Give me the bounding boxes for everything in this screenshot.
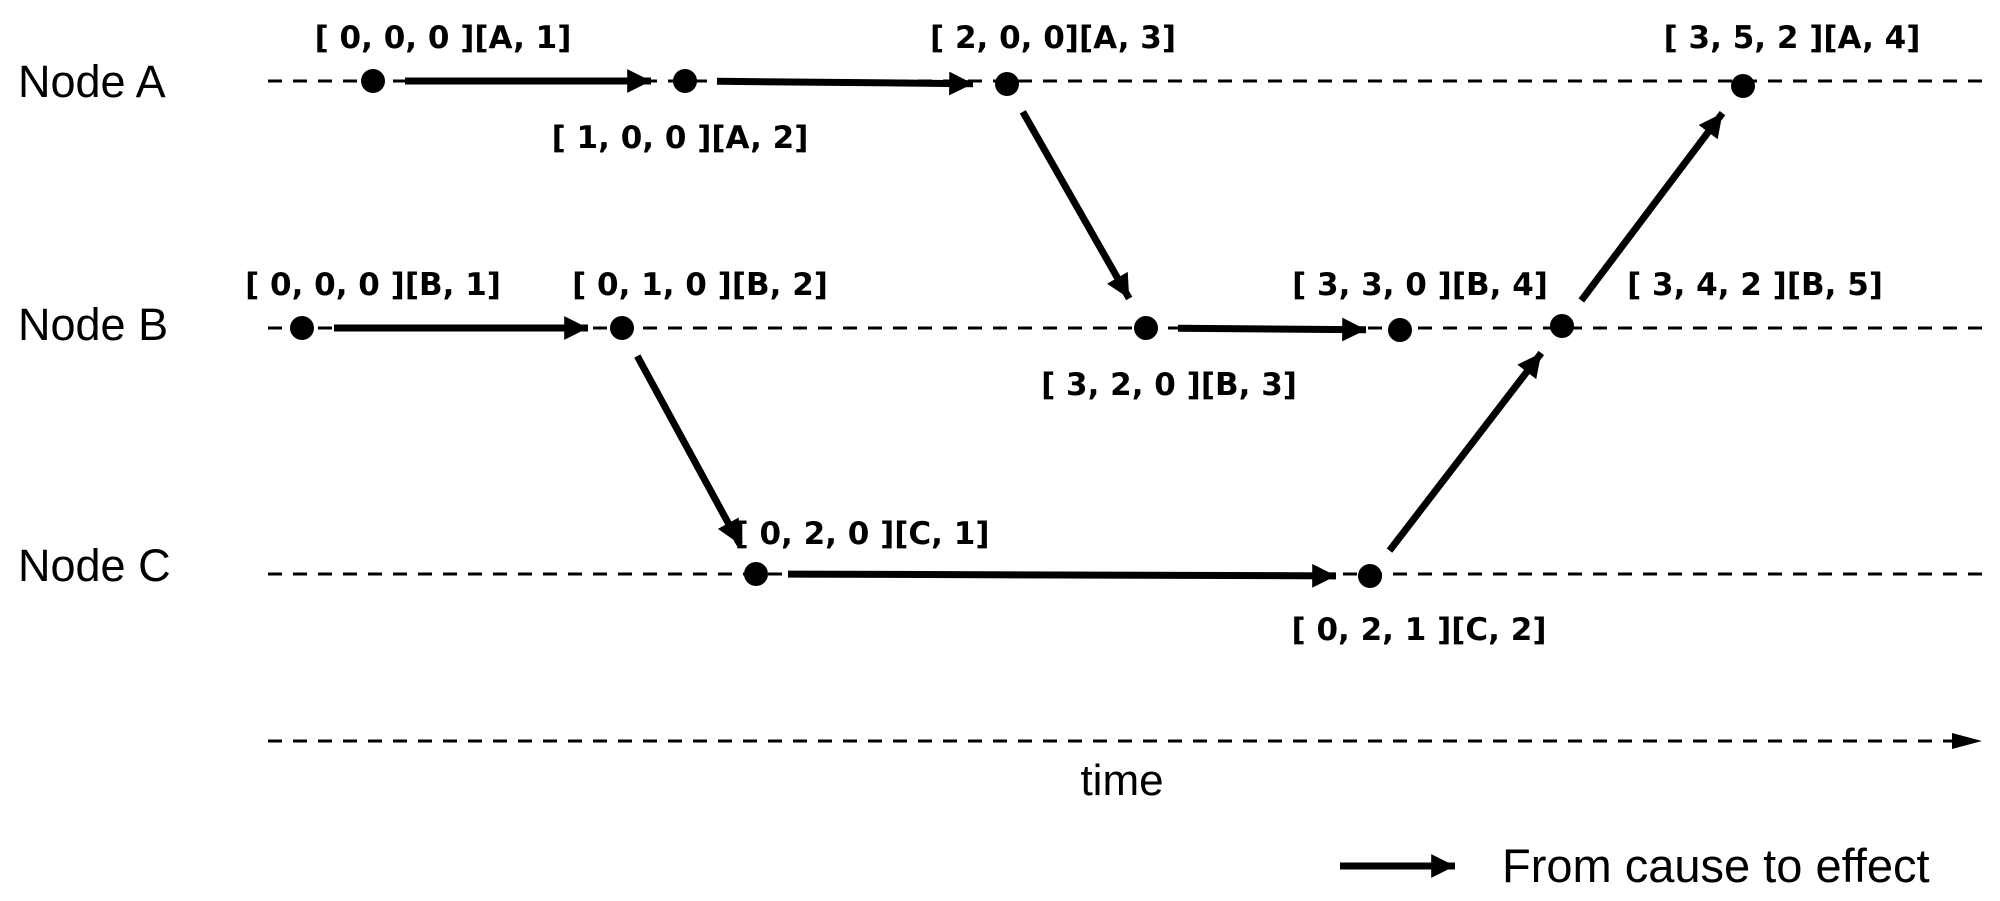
event-dot-a2 — [673, 69, 697, 93]
event-label-a1: [ 0, 0, 0 ][A, 1] — [315, 20, 572, 56]
event-label-a2: [ 1, 0, 0 ][A, 2] — [552, 120, 809, 156]
event-label-c1: [ 0, 2, 0 ][C, 1] — [735, 516, 990, 552]
node-label-a: Node A — [18, 56, 166, 107]
event-label-b5: [ 3, 4, 2 ][B, 5] — [1627, 267, 1883, 303]
event-label-b2: [ 0, 1, 0 ][B, 2] — [572, 267, 828, 303]
causal-arrow-a3-to-b3 — [1019, 110, 1133, 301]
causal-arrow-b5-to-a4 — [1578, 110, 1726, 303]
event-dot-a4 — [1731, 74, 1755, 98]
events: [ 0, 0, 0 ][A, 1] [ 1, 0, 0 ][A, 2] [ 2, 0… — [245, 20, 1920, 648]
event-dot-a3 — [995, 72, 1019, 96]
time-axis-arrowhead — [1952, 733, 1982, 749]
causal-arrow-a2-to-a3 — [716, 71, 974, 96]
event-dot-c2 — [1358, 564, 1382, 588]
causal-arrow-c2-to-b5 — [1386, 350, 1545, 553]
event-dot-b5 — [1550, 314, 1574, 338]
event-dot-b3 — [1134, 316, 1158, 340]
event-dot-a1 — [361, 69, 385, 93]
causal-arrows — [334, 69, 1726, 588]
event-dot-c1 — [744, 562, 768, 586]
node-label-b: Node B — [18, 299, 168, 350]
causal-arrow-b2-to-c1 — [634, 354, 743, 546]
event-label-b1: [ 0, 0, 0 ][B, 1] — [245, 267, 501, 303]
time-axis-label: time — [1080, 756, 1163, 805]
node-label-c: Node C — [18, 540, 171, 591]
event-label-a3: [ 2, 0, 0][A, 3] — [930, 20, 1176, 56]
event-label-c2: [ 0, 2, 1 ][C, 2] — [1292, 612, 1547, 648]
event-label-b3: [ 3, 2, 0 ][B, 3] — [1041, 367, 1297, 403]
event-label-a4: [ 3, 5, 2 ][A, 4] — [1664, 20, 1921, 56]
causal-arrow-c1-to-c2 — [787, 563, 1337, 588]
event-label-b4: [ 3, 3, 0 ][B, 4] — [1292, 267, 1548, 303]
causal-arrow-b3-to-b4 — [1177, 317, 1367, 342]
legend-label: From cause to effect — [1502, 839, 1930, 892]
event-dot-b1 — [290, 316, 314, 340]
event-dot-b4 — [1388, 318, 1412, 342]
event-dot-b2 — [610, 316, 634, 340]
